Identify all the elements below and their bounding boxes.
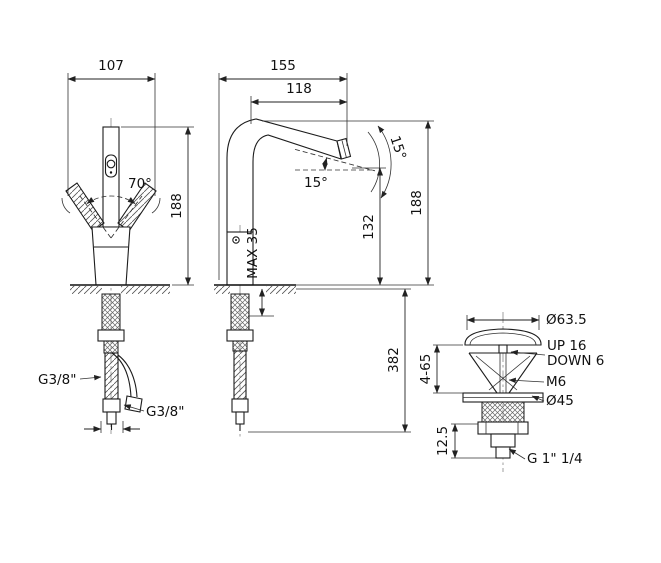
front-left-handle [65, 182, 105, 232]
dim-cap-diameter: Ø63.5 [466, 312, 587, 330]
spout-reach-label: 118 [286, 81, 312, 97]
side-deck [214, 284, 296, 294]
max-deck-label: MAX 35 [245, 227, 261, 279]
drain-view: Ø63.5 UP 16 DOWN 6 M6 Ø45 [418, 312, 604, 472]
dim-spout-height: 132 [352, 167, 386, 286]
front-height-label: 188 [169, 193, 185, 219]
dim-spout-angle: 15° [294, 148, 376, 191]
inlet-bottom-label: G3/8" [146, 404, 184, 420]
side-view: 155 118 15° 15° MAX 35 [214, 58, 434, 438]
up-travel-label: UP 16 [547, 338, 587, 354]
dim-swivel-angle: 15° [367, 125, 409, 199]
front-view: 107 188 70° G3/8" G3/8" [38, 58, 194, 434]
clamp-range-label: 4-65 [418, 354, 434, 385]
side-depth-label: 155 [270, 58, 296, 74]
lower-height-label: 12.5 [435, 426, 451, 456]
dim-total-height: 188 [262, 120, 434, 286]
dim-hose-length: 382 [248, 288, 411, 433]
dim-max-deck: MAX 35 [245, 227, 274, 317]
cap-diameter-label: Ø63.5 [546, 312, 587, 328]
inlet-side-label: G3/8" [38, 372, 76, 388]
label-screw: M6 [508, 374, 566, 390]
drain-flange [462, 392, 544, 403]
front-shank-hoses [97, 293, 143, 430]
spout-angle-label: 15° [304, 175, 328, 191]
label-outlet-thread: G 1" 1/4 [508, 448, 583, 467]
front-right-handle [117, 182, 157, 232]
side-shank-hose [226, 293, 254, 431]
screw-label: M6 [546, 374, 566, 390]
outlet-thread-label: G 1" 1/4 [527, 451, 583, 467]
dim-front-width: 107 [67, 58, 156, 196]
swivel-angle-label: 15° [386, 134, 409, 162]
front-width-label: 107 [98, 58, 124, 74]
spout-height-label: 132 [361, 214, 377, 240]
front-faucet-body [61, 126, 161, 286]
front-deck [70, 284, 170, 294]
total-height-label: 188 [409, 190, 425, 216]
flange-diameter-label: Ø45 [546, 393, 574, 409]
label-travel: UP 16 DOWN 6 [510, 338, 604, 369]
dim-side-depth: 155 [218, 58, 348, 280]
handle-angle-label: 70° [128, 176, 152, 192]
dim-spout-reach: 118 [250, 81, 348, 124]
dim-front-height: 188 [121, 126, 194, 286]
down-travel-label: DOWN 6 [547, 353, 604, 369]
dim-clamp-range: 4-65 [418, 344, 463, 394]
dim-handle-angle: 70° [79, 176, 152, 239]
drain-lower-body [477, 401, 529, 459]
hose-length-label: 382 [386, 347, 402, 373]
label-flange-diameter: Ø45 [531, 393, 574, 409]
label-inlet-bottom: G3/8" [84, 404, 184, 433]
label-inlet-side: G3/8" [38, 372, 102, 388]
dim-lower-height: 12.5 [435, 423, 496, 459]
drain-cap [464, 328, 542, 354]
